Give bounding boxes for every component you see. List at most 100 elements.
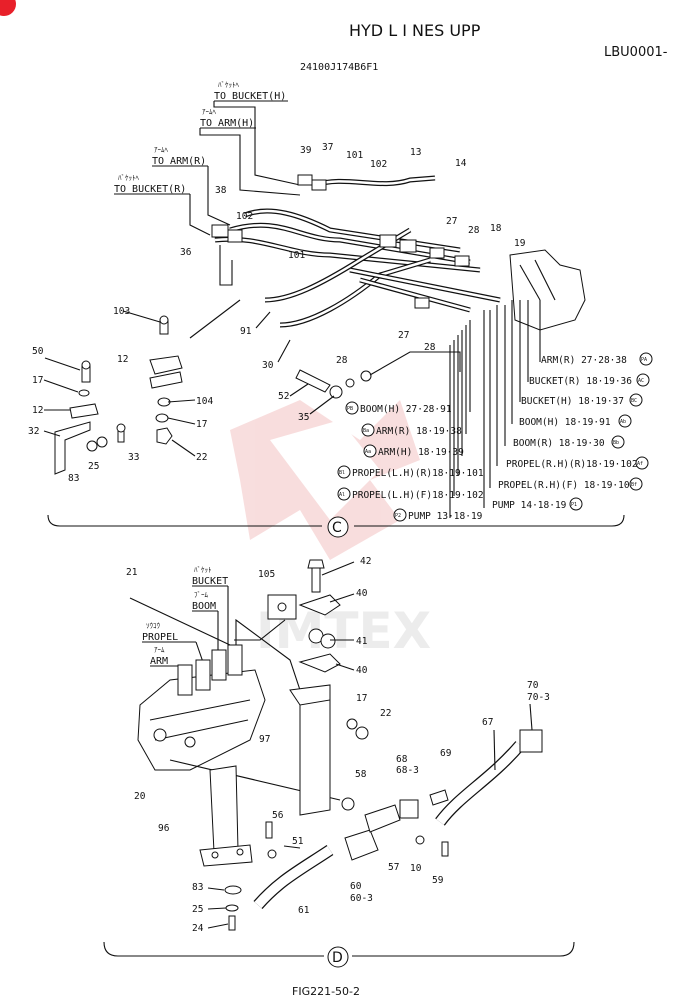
callout: 40	[356, 665, 368, 676]
conn-badge: Al	[339, 492, 345, 498]
callout: 14	[455, 158, 467, 169]
callout: 51	[292, 836, 304, 847]
callout: 28	[336, 355, 348, 366]
callout: 103	[113, 306, 130, 317]
svg-text:BOOM(H) 27·28·91: BOOM(H) 27·28·91	[360, 404, 452, 415]
valve-label-boom: BOOM	[192, 601, 216, 612]
conn-label: PROPEL(L.H)(F)	[352, 490, 432, 501]
conn-parts: 18·19·30	[559, 438, 605, 449]
valve-kana: ﾊﾞｹｯﾄ	[194, 566, 212, 574]
dest-arm-h: TO ARM(H)	[200, 118, 254, 129]
svg-text:PROPEL(L.H)(F)18·19·102: PROPEL(L.H)(F)18·19·102	[352, 490, 484, 501]
callout: 70	[527, 680, 539, 691]
callout: 102	[370, 159, 387, 170]
svg-text:ARM(R) 18·19·38: ARM(R) 18·19·38	[376, 426, 462, 437]
conn-parts: 18·19·102	[586, 459, 637, 470]
view-d-letter: D	[332, 950, 343, 966]
conn-parts: 18·19·37	[578, 396, 624, 407]
pipe-bundle	[211, 167, 586, 331]
dest-bucket-r: TO BUCKET(R)	[114, 184, 186, 195]
dest-kana: ﾊﾞｹｯﾄﾍ	[118, 174, 139, 182]
callout: 101	[346, 150, 363, 161]
view-d-bracket	[103, 941, 575, 957]
callouts-view-c: 39 37 101 102 13 14 38 102 36 27 28 18 1…	[28, 142, 526, 484]
part-number: 24100J174B6F1	[300, 62, 378, 73]
conn-badge: Bb	[613, 440, 619, 446]
conn-label: PROPEL(R.H)(F)	[498, 480, 578, 491]
callout: 10	[410, 863, 422, 874]
callout: 12	[117, 354, 128, 365]
callout: 17	[196, 419, 207, 430]
conn-label: ARM(R)	[376, 426, 410, 437]
callout-leaders-d	[207, 561, 533, 929]
view-d-marker	[327, 946, 349, 968]
sheet-code: LBU0001-	[604, 45, 668, 60]
corner-marker-icon	[0, 0, 16, 16]
conn-badge: PB	[347, 406, 353, 412]
conn-badge: Bf	[631, 482, 637, 488]
callout: 97	[259, 734, 270, 745]
callout: 32	[28, 426, 39, 437]
valve-kana: ｿｳｺｳ	[146, 622, 160, 630]
callout: 60	[350, 881, 362, 892]
conn-label: PUMP	[492, 500, 515, 511]
callout: 96	[158, 823, 170, 834]
conn-label: BUCKET(R)	[529, 376, 580, 387]
view-d-leaders	[142, 585, 229, 681]
callout: 102	[236, 211, 253, 222]
conn-badge: Ba	[363, 428, 369, 434]
svg-text:PROPEL(R.H)(F) 18·19·101: PROPEL(R.H)(F) 18·19·101	[498, 480, 636, 491]
conn-parts: 27·28·38	[581, 355, 627, 366]
callout: 24	[192, 923, 204, 934]
conn-badge: Ab	[620, 419, 626, 425]
conn-parts: 14·18·19	[521, 500, 567, 511]
callout: 22	[380, 708, 391, 719]
dest-kana: ﾊﾞｹｯﾄﾍ	[218, 81, 239, 89]
callout: 58	[355, 769, 367, 780]
svg-text:BUCKET(R) 18·19·36: BUCKET(R) 18·19·36	[529, 376, 632, 387]
callout: 19	[514, 238, 526, 249]
callout: 57	[388, 862, 399, 873]
callout: 28	[468, 225, 480, 236]
hardware-group-c	[54, 315, 461, 475]
callout: 20	[134, 791, 146, 802]
callout: 17	[32, 375, 43, 386]
conn-parts: 13·18·19	[437, 511, 483, 522]
section-pointer	[189, 299, 241, 339]
conn-badge: BC	[631, 398, 637, 404]
conn-label: PROPEL(L.H)(R)	[352, 468, 432, 479]
conn-parts: 18·19·101	[584, 480, 636, 491]
connection-leaders	[449, 300, 541, 518]
callout: 12	[32, 405, 43, 416]
control-valve	[137, 618, 301, 771]
conn-parts: 18·19·91	[565, 417, 611, 428]
callout: 83	[192, 882, 203, 893]
callout: 40	[356, 588, 368, 599]
callout: 35	[298, 412, 309, 423]
callout: 22	[196, 452, 207, 463]
svg-text:ARM(R) 27·28·38: ARM(R) 27·28·38	[541, 355, 627, 366]
callout: 52	[278, 391, 289, 402]
dest-kana: ｱｰﾑﾍ	[154, 146, 168, 154]
conn-parts: 18·19·101	[432, 468, 484, 479]
svg-text:PUMP 14·18·19: PUMP 14·18·19	[492, 500, 567, 511]
dest-kana: ｱｰﾑﾍ	[202, 108, 216, 116]
conn-badge: AC	[638, 378, 644, 384]
destination-leaders	[114, 100, 301, 236]
callout: 69	[440, 748, 452, 759]
callout: 68	[396, 754, 408, 765]
callout: 21	[126, 567, 138, 578]
callout: 68-3	[396, 765, 419, 776]
callout: 30	[262, 360, 274, 371]
svg-text:BUCKET(H) 18·19·37: BUCKET(H) 18·19·37	[521, 396, 624, 407]
callout: 13	[410, 147, 421, 158]
callout: 27	[446, 216, 457, 227]
svg-text:PUMP 13·18·19: PUMP 13·18·19	[408, 511, 483, 522]
callout: 39	[300, 145, 312, 156]
callout: 50	[32, 346, 44, 357]
valve-label-propel: PROPEL	[142, 632, 178, 643]
callout: 70-3	[527, 692, 550, 703]
hose-parts	[224, 729, 543, 931]
callout: 42	[360, 556, 371, 567]
